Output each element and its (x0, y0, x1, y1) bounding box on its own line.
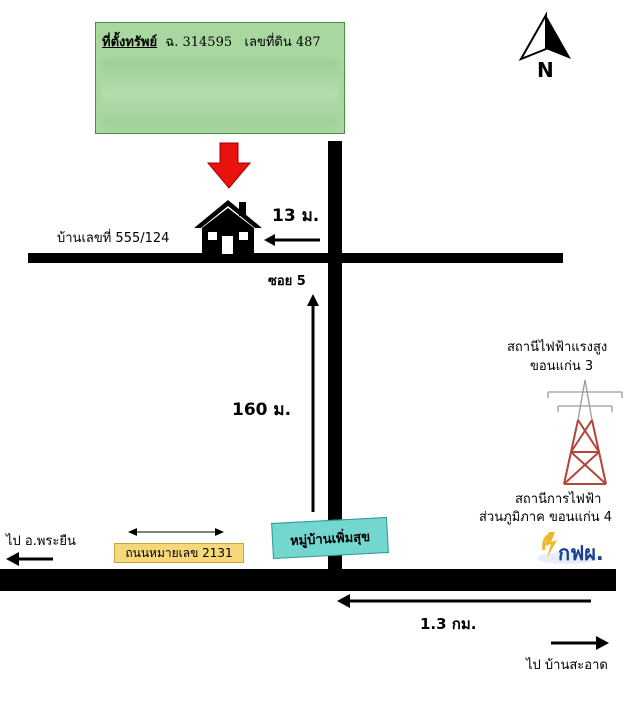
house-number-label: บ้านเลขที่ 555/124 (57, 231, 170, 246)
property-info-box: ที่ตั้งทรัพย์ ฉ. 314595 เลขที่ดิน 487 (95, 22, 345, 134)
property-land-no: เลขที่ดิน 487 (244, 35, 321, 50)
house-distance-label: 13 ม. (272, 206, 320, 226)
house-icon (194, 200, 262, 254)
main-distance-label: 1.3 กม. (420, 615, 477, 633)
village-sign: หมู่บ้านเพิ่มสุข (271, 516, 389, 560)
blurred-details (102, 59, 338, 127)
highway-double-arrow-icon (128, 528, 224, 536)
soi-distance-label: 160 ม. (232, 400, 292, 420)
to-left-label: ไป อ.พระยืน (6, 534, 76, 549)
main-highway (0, 569, 616, 591)
pea-label-1: สถานีการไฟฟ้า (515, 492, 602, 507)
pea-logo-icon (537, 532, 597, 564)
to-right-label: ไป บ้านสะอาด (526, 658, 608, 673)
soi-label: ซอย 5 (268, 274, 306, 289)
north-label: N (537, 58, 554, 82)
substation-label-1: สถานีไฟฟ้าแรงสูง (507, 340, 608, 355)
to-right-arrow-icon (551, 636, 609, 650)
soi-road-vertical (328, 141, 342, 573)
main-distance-arrow-icon (337, 594, 591, 608)
house-distance-arrow-icon (264, 234, 320, 246)
to-left-arrow-icon (6, 552, 53, 566)
property-info-text: ที่ตั้งทรัพย์ ฉ. 314595 เลขที่ดิน 487 (102, 31, 321, 52)
pea-logo-text: กฟผ. (558, 541, 604, 565)
transmission-tower-icon (547, 379, 623, 485)
north-arrow-icon (518, 11, 571, 61)
substation-label-2: ขอนแก่น 3 (530, 359, 594, 374)
pea-label-2: ส่วนภูมิภาค ขอนแก่น 4 (479, 510, 613, 525)
property-title: ที่ตั้งทรัพย์ (102, 35, 158, 50)
soi-up-arrow-icon (307, 294, 319, 512)
soi-road-horizontal (28, 253, 563, 263)
location-marker-arrow-icon (206, 142, 252, 189)
property-deed: ฉ. 314595 (165, 35, 233, 50)
highway-number-sign: ถนนหมายเลข 2131 (114, 543, 244, 563)
